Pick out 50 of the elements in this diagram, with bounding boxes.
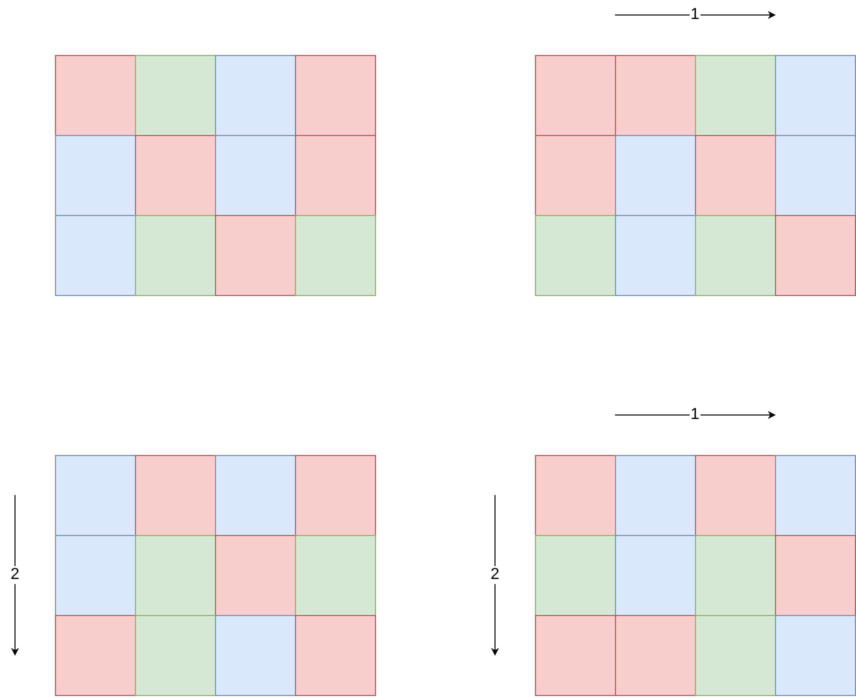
grid-square xyxy=(775,455,856,536)
grid-square xyxy=(295,215,376,296)
grid-square xyxy=(295,135,376,216)
shift-label: 2 xyxy=(10,566,20,584)
grid-square xyxy=(695,55,776,136)
grid-square xyxy=(215,455,296,536)
grid-square xyxy=(535,615,616,696)
grid-square xyxy=(535,455,616,536)
grid-square xyxy=(295,615,376,696)
grid-square xyxy=(135,615,216,696)
grid-square xyxy=(135,455,216,536)
grid-square xyxy=(615,455,696,536)
grid-square xyxy=(775,535,856,616)
grid-square xyxy=(615,135,696,216)
grid-square xyxy=(695,535,776,616)
grid-square xyxy=(135,215,216,296)
grid-square xyxy=(135,55,216,136)
grid-square xyxy=(535,215,616,296)
grid-square xyxy=(55,215,136,296)
grid-square xyxy=(535,535,616,616)
grid-square xyxy=(615,215,696,296)
grid-square xyxy=(215,135,296,216)
grid-square xyxy=(775,215,856,296)
grid-square xyxy=(295,535,376,616)
grid-square xyxy=(695,135,776,216)
grid-square xyxy=(55,615,136,696)
grid-square xyxy=(55,55,136,136)
grid-square xyxy=(535,55,616,136)
grid-square xyxy=(695,215,776,296)
grid-square xyxy=(535,135,616,216)
grid-square xyxy=(135,135,216,216)
grid-square xyxy=(55,135,136,216)
grid-square xyxy=(295,55,376,136)
grid-square xyxy=(615,535,696,616)
grid-square xyxy=(215,615,296,696)
grid-square xyxy=(775,135,856,216)
grid-square xyxy=(695,455,776,536)
grid-square xyxy=(215,535,296,616)
grid-square xyxy=(215,215,296,296)
grid-square xyxy=(695,615,776,696)
grid-square xyxy=(615,55,696,136)
grid-square xyxy=(775,55,856,136)
grid-square xyxy=(215,55,296,136)
grid-square xyxy=(775,615,856,696)
grid-square xyxy=(295,455,376,536)
grid-square xyxy=(55,535,136,616)
grid-square xyxy=(55,455,136,536)
grid-square xyxy=(615,615,696,696)
grid-square xyxy=(135,535,216,616)
shift-label: 2 xyxy=(490,566,500,584)
